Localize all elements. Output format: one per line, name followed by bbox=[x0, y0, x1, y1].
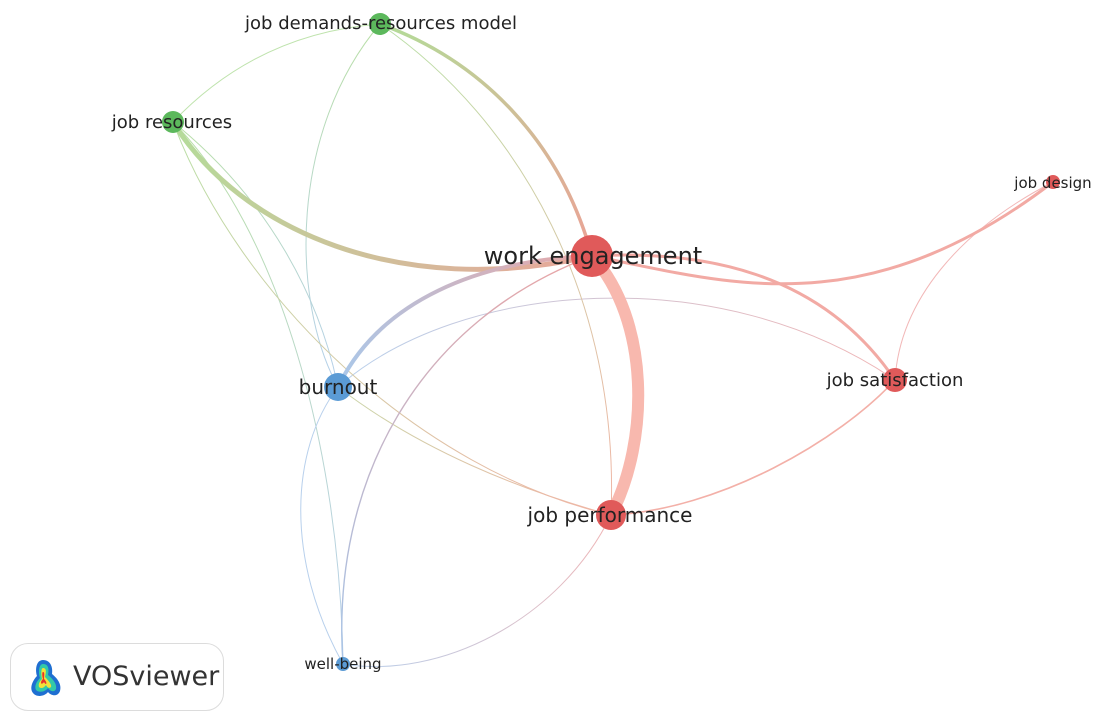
link-job-performance-burnout bbox=[337, 386, 612, 516]
node-burnout[interactable] bbox=[324, 373, 352, 401]
link-work-engagement-job-performance bbox=[586, 250, 645, 521]
link-work-engagement-jdr-model bbox=[378, 22, 594, 258]
link-job-performance-job-satisfaction bbox=[610, 379, 896, 516]
links-layer bbox=[170, 22, 1055, 668]
vosviewer-logo-text: VOSviewer bbox=[73, 661, 220, 692]
node-well-being[interactable] bbox=[336, 657, 350, 671]
link-work-engagement-job-design bbox=[590, 180, 1055, 286]
link-burnout-job-satisfaction bbox=[337, 297, 896, 388]
link-work-engagement-job-resources bbox=[170, 119, 595, 272]
link-burnout-well-being bbox=[300, 386, 344, 665]
vosviewer-logo-icon bbox=[31, 660, 61, 696]
link-job-performance-job-resources bbox=[172, 121, 612, 516]
node-job-design[interactable] bbox=[1046, 175, 1060, 189]
label-work-engagement: work engagement bbox=[484, 242, 702, 270]
labels-layer: work engagement job performance job sati… bbox=[111, 13, 1092, 673]
link-job-resources-jdr-model bbox=[172, 23, 381, 123]
link-work-engagement-job-satisfaction bbox=[590, 253, 897, 382]
label-job-satisfaction: job satisfaction bbox=[826, 370, 964, 391]
link-job-design-job-satisfaction bbox=[894, 181, 1054, 381]
label-well-being: well-being bbox=[304, 655, 381, 673]
label-job-resources: job resources bbox=[111, 112, 232, 133]
node-jdr-model[interactable] bbox=[369, 13, 391, 35]
node-job-performance[interactable] bbox=[596, 500, 626, 530]
node-work-engagement[interactable] bbox=[571, 235, 613, 277]
label-burnout: burnout bbox=[299, 375, 378, 399]
node-job-resources[interactable] bbox=[162, 111, 184, 133]
link-burnout-job-resources bbox=[172, 121, 339, 388]
label-job-design: job design bbox=[1013, 174, 1091, 192]
vosviewer-logo-badge: VOSviewer bbox=[10, 643, 224, 711]
link-job-performance-jdr-model bbox=[379, 23, 613, 516]
label-jdr-model: job demands-resources model bbox=[244, 13, 517, 34]
link-work-engagement-burnout bbox=[336, 254, 594, 389]
node-job-satisfaction[interactable] bbox=[883, 368, 907, 392]
link-job-performance-well-being bbox=[342, 514, 612, 668]
link-work-engagement-well-being bbox=[341, 255, 593, 665]
link-burnout-jdr-model bbox=[305, 23, 381, 388]
nodes-layer bbox=[162, 13, 1060, 671]
label-job-performance: job performance bbox=[527, 503, 693, 527]
